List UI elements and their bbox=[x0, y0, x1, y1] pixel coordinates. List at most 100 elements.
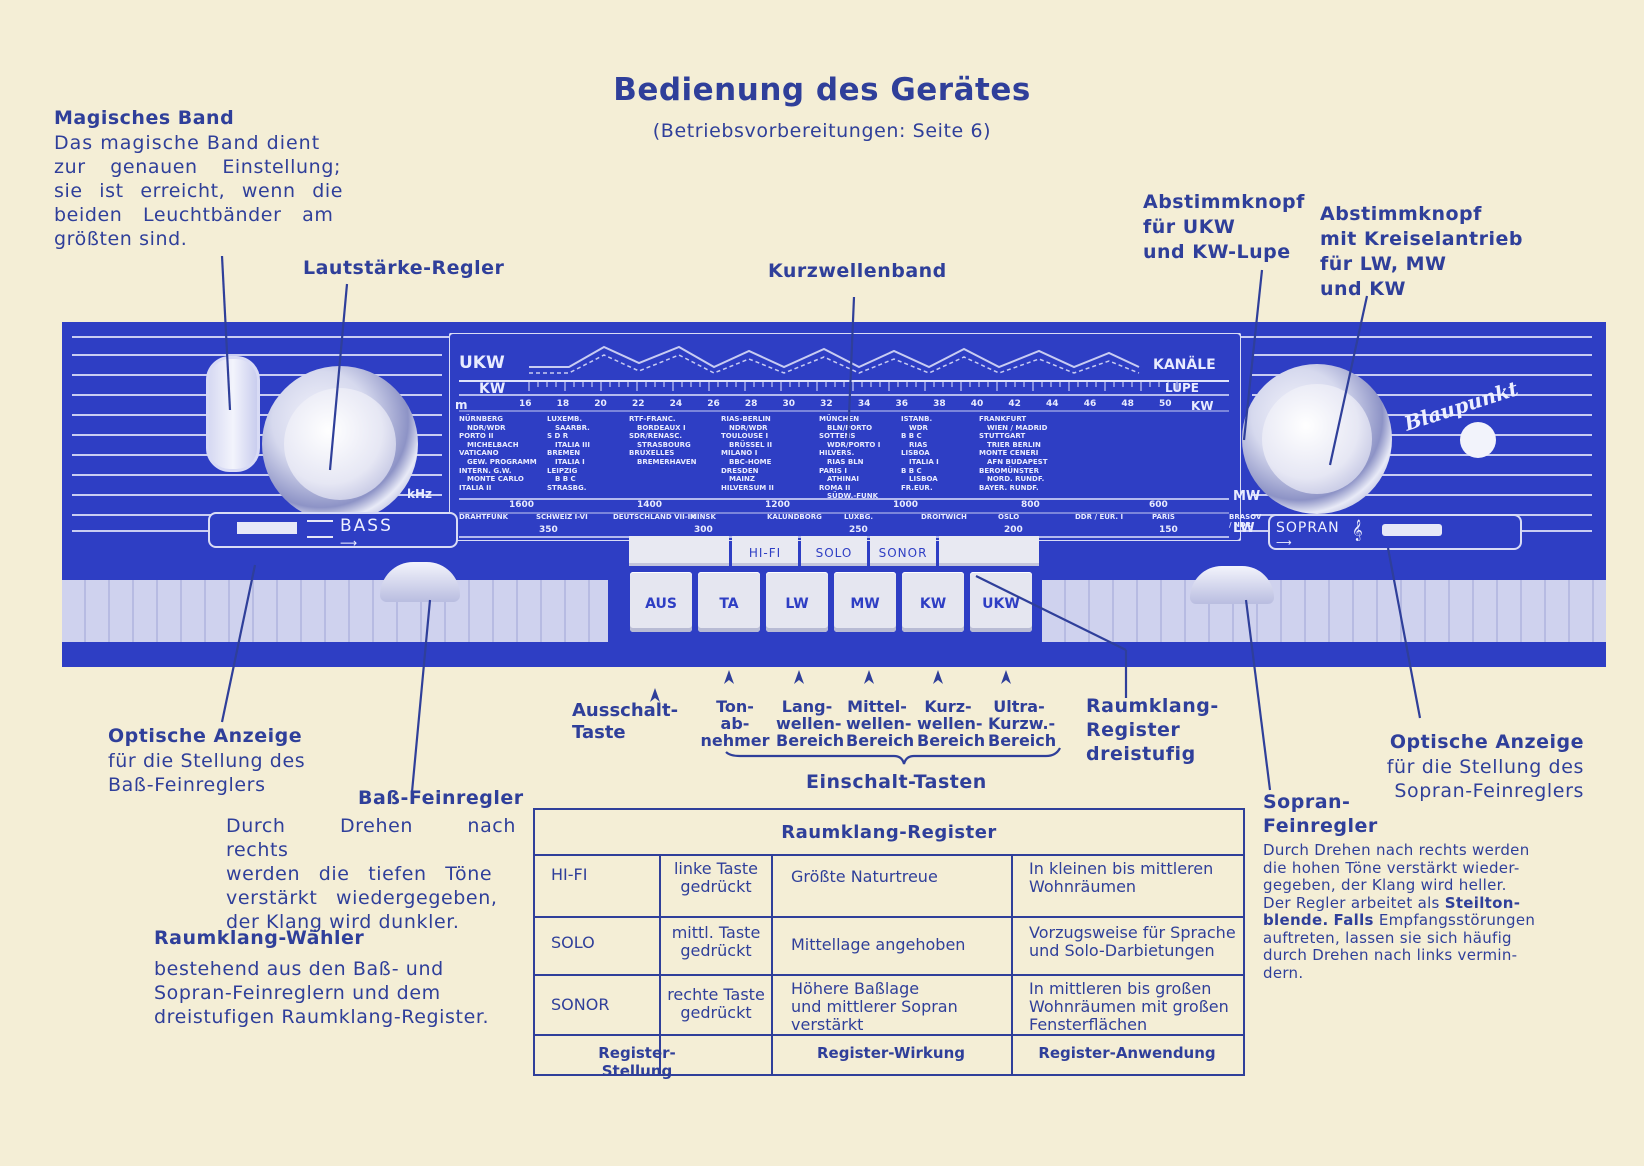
station-name: BAYER. RUNDF. bbox=[979, 483, 1039, 492]
table-row-effect: Höhere Baßlage und mittlerer Sopran vers… bbox=[791, 980, 958, 1034]
kw-scale-number: 36 bbox=[895, 399, 908, 409]
label-kw-line: Bereich bbox=[917, 731, 986, 750]
key-mw[interactable]: MW bbox=[834, 572, 896, 632]
label-aus: Ausschalt- Taste bbox=[572, 700, 678, 744]
raumklang-register-line: dreistufig bbox=[1086, 743, 1196, 765]
station-name: LUXEMB. bbox=[547, 415, 583, 423]
register-key-blank-left[interactable] bbox=[629, 536, 729, 566]
label-kw-line: wellen- bbox=[917, 714, 983, 733]
sopran-fine-bold: Falls bbox=[1333, 911, 1374, 929]
lw-station-name: DRAHTFUNK bbox=[459, 513, 508, 521]
bass-fine-text: Durch Drehen nach rechts werden die tief… bbox=[226, 814, 516, 934]
sopran-fine-text: Durch Drehen nach rechts werden die hohe… bbox=[1263, 841, 1549, 982]
sopran-fine-knob[interactable] bbox=[1190, 566, 1274, 604]
station-name: MAINZ bbox=[729, 475, 755, 484]
station-name: NDR/WDR bbox=[729, 423, 768, 432]
key-kw[interactable]: KW bbox=[902, 572, 964, 632]
register-key-solo[interactable]: SOLO bbox=[801, 536, 867, 566]
station-name: RIAS-BERLIN bbox=[721, 415, 771, 423]
lw-station-name: OSLO bbox=[998, 513, 1020, 521]
dial-scale: UKW KANÄLE KW LUPE m kHz kHz KW MW LW 16… bbox=[407, 332, 1261, 542]
optical-sopran-line: Sopran-Feinreglers bbox=[1394, 780, 1584, 802]
optical-sopran-line: für die Stellung des bbox=[1386, 756, 1584, 778]
tuning-lw-line: Abstimmknopf bbox=[1320, 203, 1482, 225]
station-name: INTERN. G.W. bbox=[459, 466, 512, 475]
station-name: ATHINAI bbox=[827, 475, 859, 484]
station-name: DRESDEN bbox=[721, 466, 759, 475]
station-name: MONTE CARLO bbox=[467, 475, 524, 484]
tuning-lw-line: für LW, MW bbox=[1320, 253, 1447, 275]
label-ukw-line: Bereich bbox=[988, 731, 1057, 750]
station-name: RIAS bbox=[909, 440, 928, 449]
table-cell-line: Vorzugsweise für Sprache bbox=[1029, 923, 1236, 942]
station-name: HILVERSUM II bbox=[721, 483, 774, 492]
station-name: BRUXELLES bbox=[629, 449, 675, 458]
lw-station-name: DEUTSCHLAND VII-IX bbox=[613, 513, 696, 521]
shortwave-label: Kurzwellenband bbox=[768, 260, 947, 282]
table-row-effect: Mittellage angehoben bbox=[791, 935, 966, 954]
radio-front-panel: UKW KANÄLE KW LUPE m kHz kHz KW MW LW 16… bbox=[62, 322, 1606, 667]
sopran-fine-line: auftreten, lassen sie sich häufig bbox=[1263, 928, 1512, 947]
raumklang-waehler-callout: Raumklang-Wähler bestehend aus den Baß- … bbox=[154, 926, 489, 1029]
register-key-sonor[interactable]: SONOR bbox=[870, 536, 936, 566]
station-name: WDR/PORTO I bbox=[827, 440, 881, 449]
station-name: LISBOA bbox=[901, 449, 930, 458]
station-name: ROMA II bbox=[819, 483, 851, 492]
treble-clef-icon: 𝄞 bbox=[1352, 520, 1363, 541]
table-cell-line: gedrückt bbox=[680, 941, 752, 960]
bass-fine-line: verstärkt wiedergegeben, bbox=[226, 887, 498, 909]
bass-fine-knob[interactable] bbox=[380, 562, 460, 602]
station-name: STRASBOURG bbox=[637, 440, 691, 449]
lw-station-name: SCHWEIZ I-VI bbox=[536, 513, 588, 521]
station-name: NDR/WDR bbox=[467, 423, 506, 432]
key-ta[interactable]: TA bbox=[698, 572, 760, 632]
sopran-label: SOPRAN bbox=[1276, 520, 1340, 536]
station-name: BREMEN bbox=[547, 449, 581, 458]
einschalt-label: Einschalt-Tasten bbox=[806, 771, 987, 793]
magic-band-line: Das magische Band dient bbox=[54, 132, 321, 154]
key-lw[interactable]: LW bbox=[766, 572, 828, 632]
lw-scale-number: 300 bbox=[694, 525, 713, 535]
optical-bass-line: Baß-Feinreglers bbox=[108, 774, 266, 796]
raumklang-register-table: Raumklang-Register HI-FI linke Taste ged… bbox=[533, 808, 1245, 1080]
volume-label: Lautstärke-Regler bbox=[303, 257, 505, 279]
label-mw-line: Bereich bbox=[846, 731, 915, 750]
magic-band-line: zur genauen Einstellung; bbox=[54, 156, 341, 178]
bass-fine-heading: Baß-Feinregler bbox=[358, 787, 524, 809]
key-aus[interactable]: AUS bbox=[630, 572, 692, 632]
station-name: WIEN / MADRID bbox=[987, 423, 1048, 432]
bass-clef-icon bbox=[307, 520, 333, 538]
table-row-use: Vorzugsweise für Sprache und Solo-Darbie… bbox=[1029, 924, 1236, 960]
key-ukw[interactable]: UKW bbox=[970, 572, 1032, 632]
kw-scale-number: 44 bbox=[1046, 399, 1059, 409]
label-ukw-line: Ultra- bbox=[993, 697, 1045, 716]
kw-scale-number: 22 bbox=[631, 399, 645, 409]
label-kw: Kurz- wellen- Bereich bbox=[917, 698, 986, 750]
station-name: SOTTENS bbox=[819, 432, 856, 441]
station-name: TRIER BERLIN bbox=[987, 440, 1041, 449]
station-name: SÜDW.-FUNK bbox=[827, 492, 878, 501]
sopran-optical-indicator bbox=[1382, 524, 1442, 536]
label-mw-line: wellen- bbox=[846, 714, 912, 733]
lw-scale-number: 250 bbox=[849, 525, 868, 535]
kw-scale-number: 50 bbox=[1159, 399, 1172, 409]
station-name: MONTE CENERI bbox=[979, 449, 1039, 458]
register-key-blank-right[interactable] bbox=[939, 536, 1039, 566]
speaker-grill-right bbox=[1042, 580, 1606, 642]
scale-m-label: m bbox=[455, 398, 468, 412]
station-name: B B C bbox=[555, 475, 576, 484]
station-name: RTF-FRANC. bbox=[629, 415, 676, 423]
table-cell-line: Fensterflächen bbox=[1029, 1015, 1148, 1034]
kw-scale-number: 20 bbox=[594, 399, 607, 409]
scale-lupe-label: LUPE bbox=[1165, 381, 1199, 395]
bass-indicator-frame bbox=[208, 512, 458, 548]
register-key-hifi[interactable]: HI-FI bbox=[732, 536, 798, 566]
table-row-effect: Größte Naturtreue bbox=[791, 867, 938, 886]
table-cell-line: Höhere Baßlage bbox=[791, 979, 920, 998]
sopran-fine-heading: Sopran- Feinregler bbox=[1263, 790, 1378, 838]
table-row-position: rechte Taste gedrückt bbox=[661, 986, 771, 1022]
lw-station-name: PARIS bbox=[1152, 513, 1175, 521]
kw-scale-number: 32 bbox=[820, 399, 833, 409]
optical-bass-callout: Optische Anzeige für die Stellung des Ba… bbox=[108, 724, 305, 797]
